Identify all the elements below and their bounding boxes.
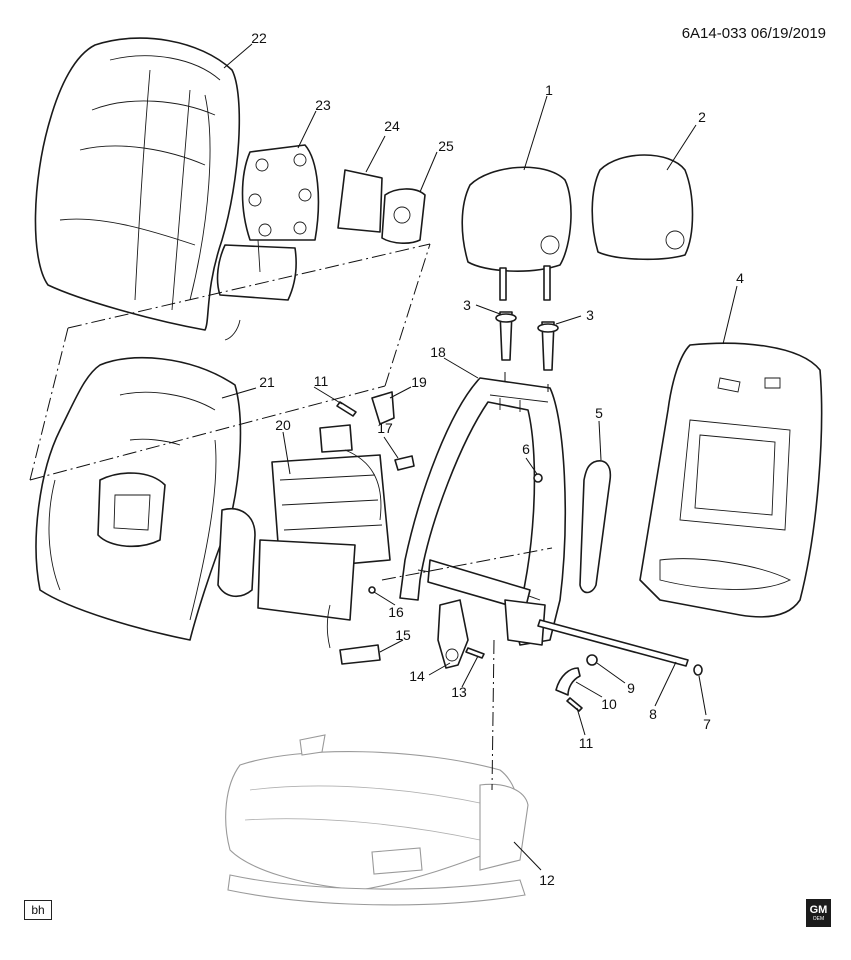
callout-23: 23 bbox=[315, 97, 331, 113]
callout-2: 2 bbox=[698, 109, 706, 125]
ring-part-7 bbox=[693, 664, 703, 676]
callout-10: 10 bbox=[601, 696, 617, 712]
callout-11-upper: 11 bbox=[314, 373, 329, 389]
gm-logo-text: GM bbox=[809, 904, 828, 916]
callout-1: 1 bbox=[545, 82, 553, 98]
wire-clip-part-15 bbox=[339, 644, 381, 665]
recliner-motor-part-14 bbox=[437, 599, 469, 669]
callout-16: 16 bbox=[388, 604, 404, 620]
callout-14: 14 bbox=[409, 668, 425, 684]
callout-18: 18 bbox=[430, 344, 446, 360]
callout-12: 12 bbox=[539, 872, 555, 888]
callout-3-left: 3 bbox=[463, 297, 471, 313]
bh-badge: bh bbox=[24, 900, 52, 920]
callout-19: 19 bbox=[411, 374, 427, 390]
seat-back-frame-part-18 bbox=[399, 377, 566, 646]
callout-17: 17 bbox=[377, 420, 393, 436]
callout-24: 24 bbox=[384, 118, 400, 134]
seat-back-cover-part-22 bbox=[34, 37, 241, 331]
seat-back-pad-part-21 bbox=[35, 356, 242, 641]
nut-part-9 bbox=[586, 654, 598, 666]
bolt-part-11-upper bbox=[336, 401, 357, 417]
headrest-guide-part-3-left bbox=[495, 311, 517, 361]
headrest-cover-part-2 bbox=[591, 154, 694, 261]
callout-7: 7 bbox=[703, 716, 711, 732]
callout-20: 20 bbox=[275, 417, 291, 433]
callout-13: 13 bbox=[451, 684, 467, 700]
nut-part-6 bbox=[533, 473, 543, 483]
gm-logo-subtext: OEM bbox=[812, 916, 825, 922]
cross-rod-part-8 bbox=[537, 619, 689, 667]
heater-pad-part-23 bbox=[216, 144, 320, 341]
bolt-part-11-lower bbox=[566, 697, 583, 712]
callout-9: 9 bbox=[627, 680, 635, 696]
assembly-centerlines bbox=[29, 243, 553, 791]
callout-6: 6 bbox=[522, 441, 530, 457]
gm-logo: GM OEM bbox=[806, 899, 831, 927]
seat-cushion-part-12 bbox=[225, 734, 529, 906]
callout-25: 25 bbox=[438, 138, 454, 154]
bolt-part-13 bbox=[465, 647, 485, 659]
screw-part-16 bbox=[368, 586, 376, 594]
callout-3-right: 3 bbox=[586, 307, 594, 323]
headrest-part-1 bbox=[461, 166, 572, 301]
callout-15: 15 bbox=[395, 627, 411, 643]
bracket-part-10 bbox=[555, 667, 581, 696]
clip-part-17 bbox=[394, 455, 415, 471]
diagram-reference: 6A14-033 06/19/2019 bbox=[682, 25, 826, 42]
callout-21: 21 bbox=[259, 374, 275, 390]
callout-4: 4 bbox=[736, 270, 744, 286]
sensor-part-25 bbox=[381, 188, 426, 244]
callout-labels: 22 23 24 25 1 2 3 3 4 18 21 11 19 17 20 … bbox=[251, 30, 744, 888]
callout-22: 22 bbox=[251, 30, 267, 46]
leader-lines bbox=[221, 43, 738, 871]
headrest-guide-part-3-right bbox=[537, 321, 559, 371]
callout-11-lower: 11 bbox=[579, 735, 594, 751]
lumbar-assembly-part-20 bbox=[217, 424, 391, 649]
seat-back-panel-part-4 bbox=[639, 342, 823, 618]
callout-5: 5 bbox=[595, 405, 603, 421]
pad-part-24 bbox=[337, 169, 383, 233]
side-trim-part-5 bbox=[579, 460, 612, 594]
bracket-part-19 bbox=[371, 391, 395, 425]
callout-8: 8 bbox=[649, 706, 657, 722]
